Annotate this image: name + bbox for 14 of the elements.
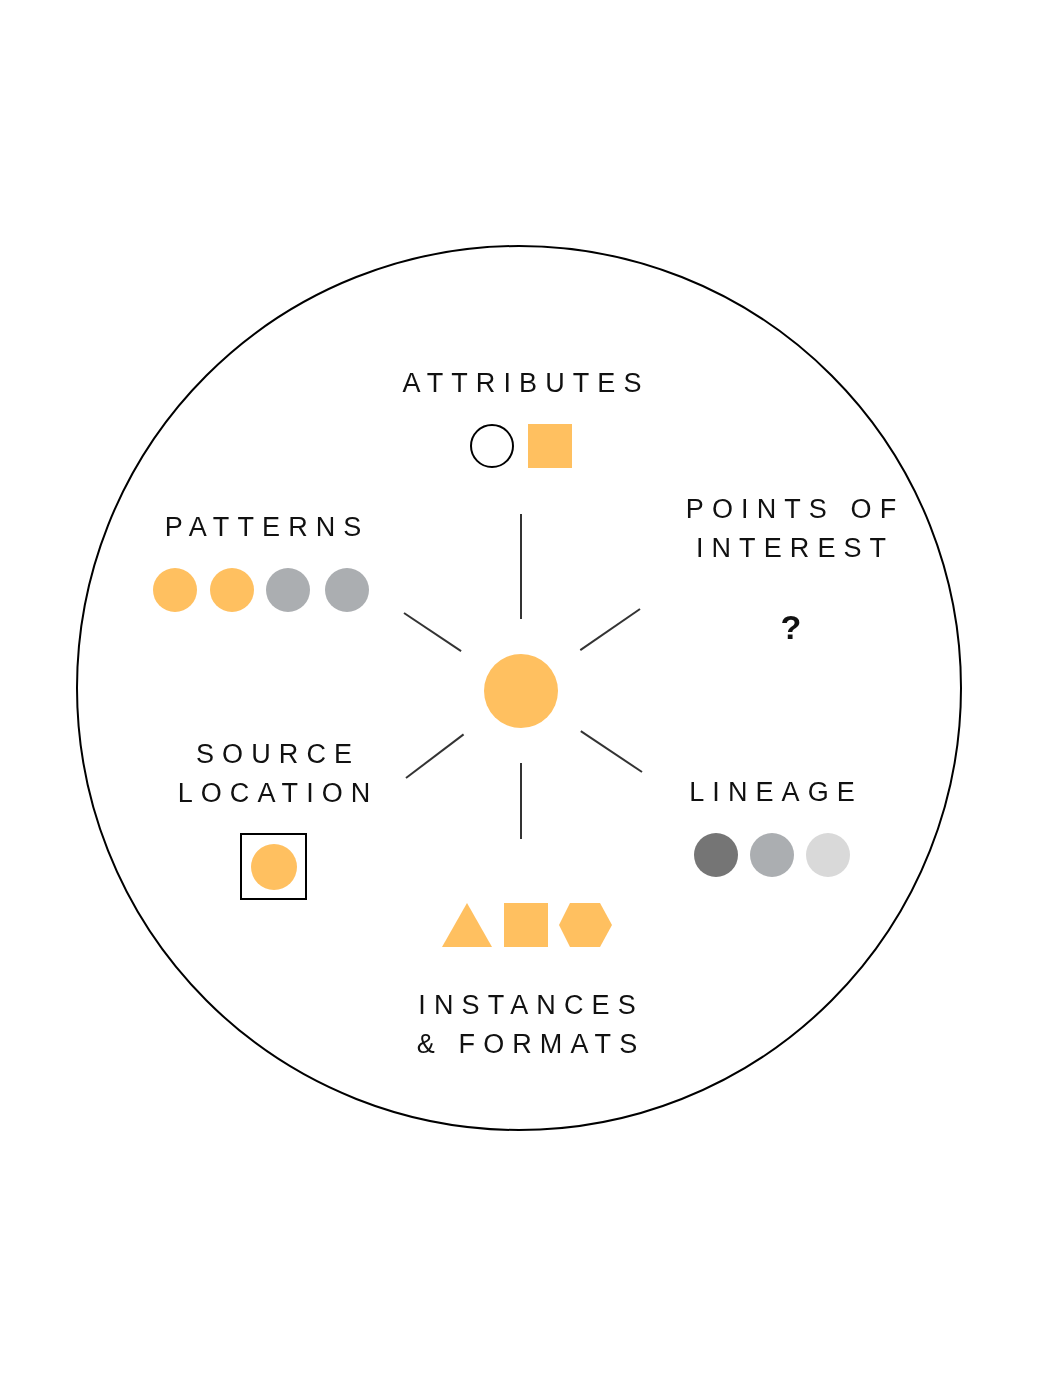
category-label: POINTS OF INTEREST <box>684 493 906 565</box>
outer-circle <box>76 245 962 1131</box>
category-label: ATTRIBUTES <box>401 367 650 400</box>
spoke-line <box>520 513 522 620</box>
spoke-line <box>520 762 522 840</box>
category-label: SOURCE LOCATION <box>176 738 380 810</box>
spoke-line <box>403 612 463 653</box>
category-label: INSTANCES & FORMATS <box>415 989 647 1061</box>
spoke-line <box>579 608 641 652</box>
spoke-line <box>579 730 643 773</box>
category-label: PATTERNS <box>163 511 370 544</box>
spoke-line <box>405 733 465 779</box>
category-label: LINEAGE <box>688 776 863 809</box>
question-mark: ? <box>780 608 802 647</box>
